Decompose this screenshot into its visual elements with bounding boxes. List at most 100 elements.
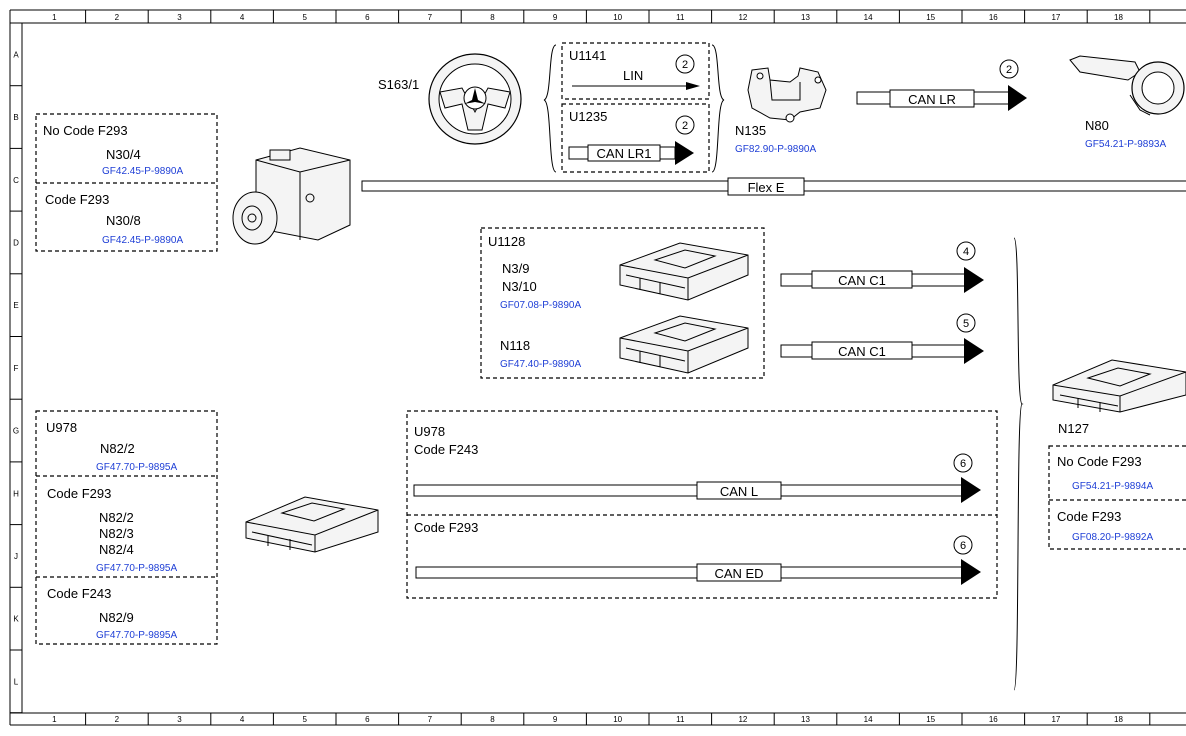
grid-column-label: 17 [1051, 13, 1060, 22]
n80-ref-link[interactable]: GF54.21-P-9893A [1085, 139, 1166, 150]
n118-control-unit-icon [619, 315, 749, 374]
grid-column-label: 1 [52, 13, 57, 22]
grid-row-label: B [13, 113, 18, 122]
grid-column-label: 16 [989, 13, 998, 22]
n3-9-label: N3/9 [502, 261, 529, 276]
grid-row-label: L [14, 677, 19, 686]
s163-1-label: S163/1 [378, 77, 419, 92]
n127-control-unit-icon [1052, 359, 1186, 413]
can-ed-bus: CAN ED 6 [415, 535, 981, 585]
n82-code-f243-label: Code F243 [47, 586, 111, 601]
n3-10-label: N3/10 [502, 279, 537, 294]
can-lr-label: CAN LR [908, 92, 956, 107]
grid-column-labels: 1122334455667788991010111112121313141415… [52, 10, 1151, 725]
n127-box: No Code F293 GF54.21-P-9894A Code F293 G… [1048, 445, 1186, 550]
can-lr-bus: CAN LR 2 [856, 59, 1027, 111]
grid-column-label: 18 [1114, 13, 1123, 22]
n82-2-label-b: N82/2 [99, 510, 134, 525]
grid-column-label: 12 [738, 13, 747, 22]
n135-clock-spring-icon [747, 67, 827, 123]
grid-column-label: 12 [738, 715, 747, 724]
grid-column-label: 10 [613, 13, 622, 22]
n80-steering-column-icon [1069, 55, 1185, 116]
grid-row-label: E [13, 301, 18, 310]
can-c1-bus-4: CAN C1 4 [780, 241, 984, 293]
n82-control-unit-icon [245, 496, 379, 553]
n82-ref-link-3[interactable]: GF47.70-P-9895A [96, 630, 177, 641]
grid-column-label: 5 [302, 715, 307, 724]
n82-ref-link-2[interactable]: GF47.70-P-9895A [96, 563, 177, 574]
grid-column-label: 4 [240, 715, 245, 724]
grid-column-label: 7 [428, 715, 433, 724]
can-l-ed-box: U978 Code F243 Code F293 [406, 410, 998, 599]
can-c1-label-1: CAN C1 [838, 273, 886, 288]
n127-label: N127 [1058, 421, 1089, 436]
n82-box: U978 N82/2 GF47.70-P-9895A Code F293 N82… [35, 410, 218, 645]
grid-row-label: A [13, 50, 19, 59]
grid-column-label: 6 [365, 715, 370, 724]
n135-label: N135 [735, 123, 766, 138]
grid-column-label: 11 [676, 715, 685, 724]
u1141-u1235-group: U1141 LIN 2 U1235 2 CAN LR1 [543, 42, 725, 173]
can-c1-bus-5: CAN C1 5 [780, 313, 984, 364]
n127-ref-link-2[interactable]: GF08.20-P-9892A [1072, 532, 1153, 543]
n82-4-label: N82/4 [99, 542, 134, 557]
u1141-label: U1141 [569, 48, 606, 63]
u1141-marker: 2 [682, 59, 688, 71]
u1128-label: U1128 [488, 234, 525, 249]
n135-ref-link[interactable]: GF82.90-P-9890A [735, 144, 816, 155]
grid-column-label: 13 [801, 13, 810, 22]
right-brace [1013, 237, 1024, 691]
n30-8-ref-link[interactable]: GF42.45-P-9890A [102, 235, 183, 246]
grid-column-label: 5 [302, 13, 307, 22]
n82-ref-link-1[interactable]: GF47.70-P-9895A [96, 462, 177, 473]
grid-column-label: 6 [365, 13, 370, 22]
n82-2-label-a: N82/2 [100, 441, 135, 456]
grid-column-label: 17 [1051, 715, 1060, 724]
can-ed-marker: 6 [960, 540, 966, 552]
n3-ref-link[interactable]: GF07.08-P-9890A [500, 300, 581, 311]
grid-column-label: 2 [115, 715, 120, 724]
grid-column-label: 14 [864, 715, 873, 724]
n127-code-f293-label: Code F293 [1057, 509, 1121, 524]
grid-column-label: 13 [801, 715, 810, 724]
grid-column-label: 2 [115, 13, 120, 22]
n118-ref-link[interactable]: GF47.40-P-9890A [500, 359, 581, 370]
u1128-box: U1128 N3/9 N3/10 GF07.08-P-9890A N118 GF… [480, 227, 765, 379]
grid-column-label: 8 [490, 715, 495, 724]
can-l-label: CAN L [720, 484, 758, 499]
grid-column-label: 15 [926, 715, 935, 724]
u1235-marker: 2 [682, 120, 688, 132]
n127-ref-link-1[interactable]: GF54.21-P-9894A [1072, 481, 1153, 492]
grid-row-label: C [13, 176, 19, 185]
can-lr1-label: CAN LR1 [597, 146, 652, 161]
grid-column-label: 8 [490, 13, 495, 22]
code-f293-label-center: Code F293 [414, 520, 478, 535]
grid-row-label: J [14, 552, 18, 561]
grid-column-label: 1 [52, 715, 57, 724]
steering-wheel-icon [428, 53, 522, 145]
n82-9-label: N82/9 [99, 610, 134, 625]
n30-4-label: N30/4 [106, 147, 141, 162]
n127-no-code-f293-label: No Code F293 [1057, 454, 1142, 469]
n80-label: N80 [1085, 118, 1109, 133]
n30-8-label: N30/8 [106, 213, 141, 228]
u1235-label: U1235 [569, 109, 607, 124]
n30-box: No Code F293 N30/4 GF42.45-P-9890A Code … [35, 113, 218, 252]
no-code-f293-label: No Code F293 [43, 123, 128, 138]
n30-4-ref-link[interactable]: GF42.45-P-9890A [102, 166, 183, 177]
grid-column-label: 9 [553, 13, 558, 22]
grid-column-label: 16 [989, 715, 998, 724]
lin-label: LIN [623, 68, 643, 83]
esp-unit-icon [232, 147, 351, 245]
grid-column-label: 18 [1114, 715, 1123, 724]
grid-row-label: K [13, 615, 19, 624]
can-c1-label-2: CAN C1 [838, 344, 886, 359]
u978-label-center: U978 [414, 424, 445, 439]
grid-column-label: 3 [177, 13, 182, 22]
n82-code-f293-label: Code F293 [47, 486, 111, 501]
grid-row-label: H [13, 489, 19, 498]
grid-column-label: 7 [428, 13, 433, 22]
